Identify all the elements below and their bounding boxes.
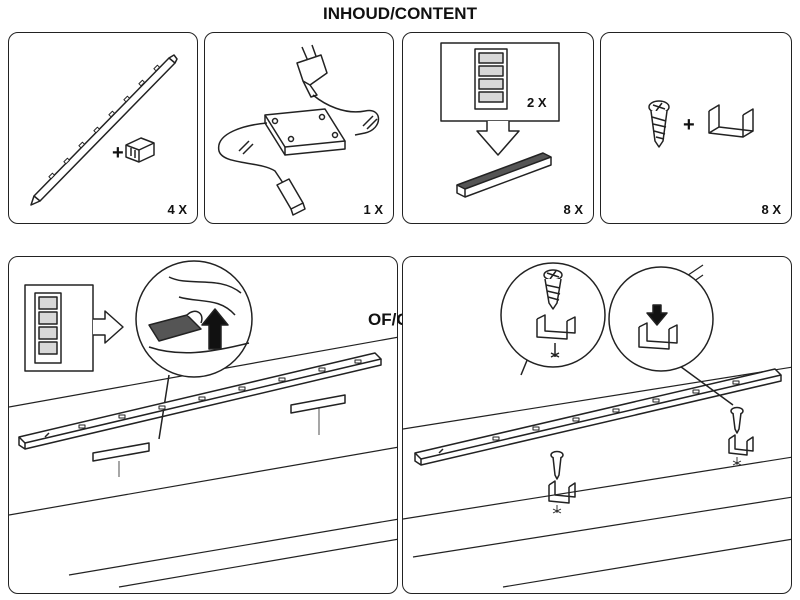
- instruction-panel-tape-mounting: [8, 256, 398, 594]
- content-panel-driver: 1 X: [204, 32, 394, 224]
- content-panel-screw-clip: + 8 X: [600, 32, 792, 224]
- screw-clip-illustration: +: [648, 100, 754, 148]
- page-title: INHOUD/CONTENT: [323, 4, 477, 23]
- svg-text:+: +: [683, 114, 695, 136]
- screw-mounting-illustration: [403, 262, 791, 588]
- instruction-panel-screw-mounting: [402, 256, 792, 594]
- content-panel-mounting-tape: 2 X 8 X: [402, 32, 594, 224]
- led-strip-illustration: +: [30, 54, 178, 206]
- mounting-tape-illustration: [440, 42, 560, 198]
- quantity-label: 8 X: [761, 202, 781, 217]
- tape-mounting-illustration: [9, 260, 397, 588]
- driver-illustration: [218, 44, 380, 216]
- quantity-label: 1 X: [363, 202, 383, 217]
- quantity-label: 8 X: [563, 202, 583, 217]
- tape-sheet-quantity: 2 X: [527, 95, 547, 110]
- quantity-label: 4 X: [167, 202, 187, 217]
- content-panel-led-strip: + 4 X: [8, 32, 198, 224]
- svg-text:+: +: [112, 142, 124, 164]
